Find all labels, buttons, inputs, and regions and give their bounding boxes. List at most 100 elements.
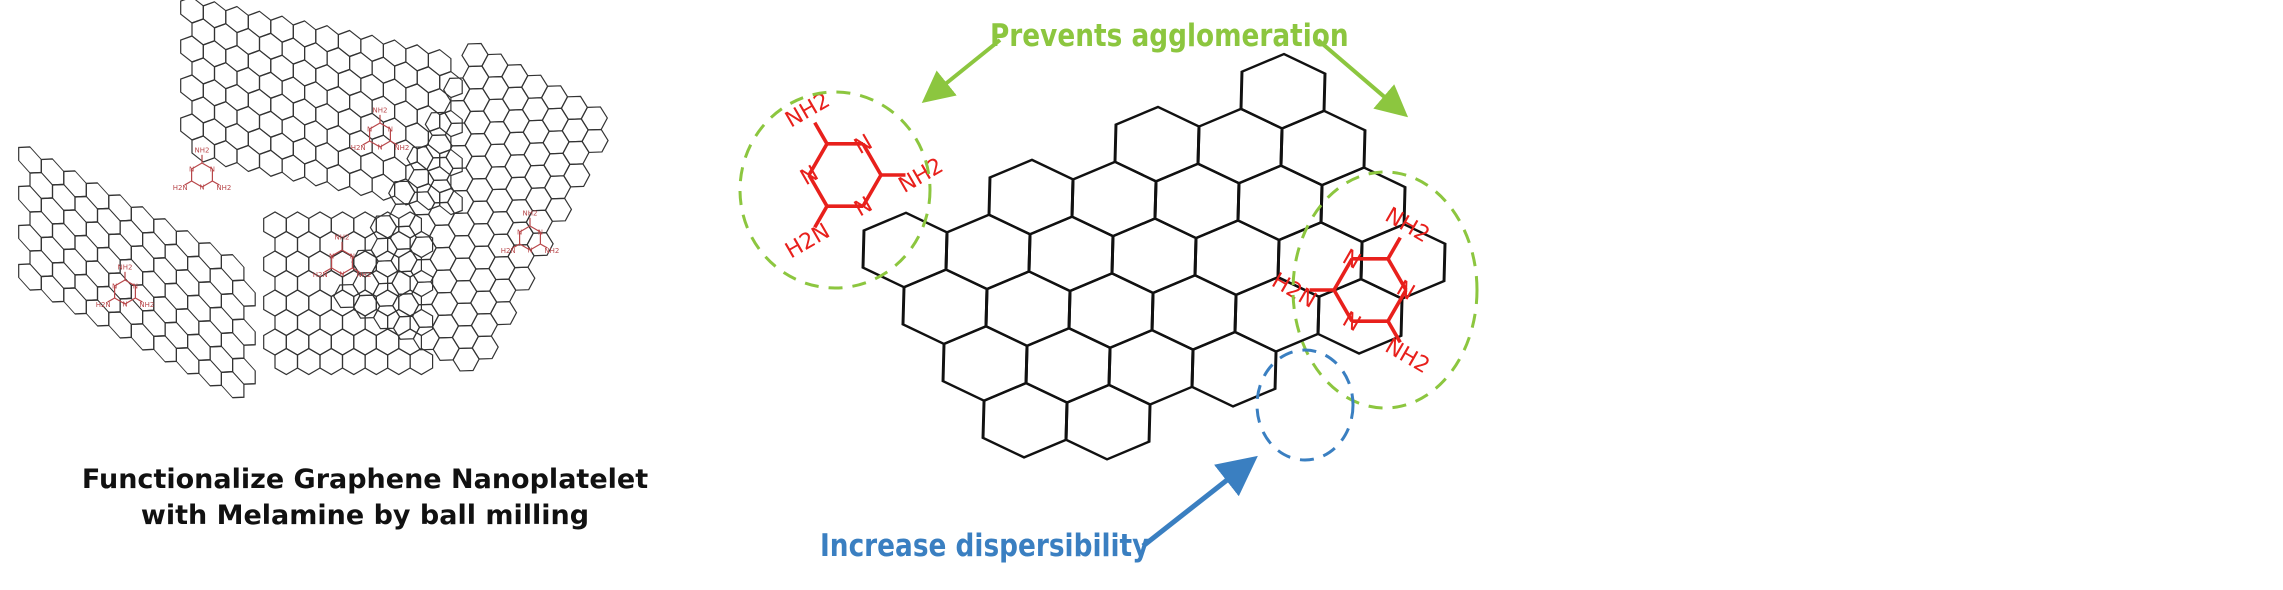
hexagon-cell bbox=[180, 0, 204, 24]
amine-group: NH2 bbox=[781, 88, 834, 133]
amine-bond bbox=[352, 267, 360, 273]
nitrogen-atom: N bbox=[517, 228, 522, 236]
graphene-sheet-right bbox=[333, 42, 609, 372]
hexagon-cell bbox=[130, 323, 155, 351]
amine-group: NH2 bbox=[544, 247, 559, 255]
graphene-sheet-top bbox=[180, 0, 463, 216]
graphene-sheet-large bbox=[861, 52, 1447, 461]
nitrogen-atom: N bbox=[388, 125, 393, 133]
nitrogen-atom: N bbox=[1392, 276, 1419, 306]
amine-bond bbox=[1386, 320, 1402, 344]
hexagon-cell bbox=[40, 275, 65, 303]
ring-bond bbox=[1332, 257, 1354, 291]
ring-bond bbox=[529, 225, 541, 233]
hexagon-cell bbox=[1113, 105, 1201, 183]
hexagon-cell bbox=[984, 270, 1072, 348]
amine-bond bbox=[324, 267, 332, 273]
nitrogen-atom: N bbox=[850, 192, 877, 222]
hexagon-cell bbox=[901, 268, 989, 346]
nitrogen-atom: N bbox=[122, 300, 127, 308]
amine-bond bbox=[1386, 236, 1402, 260]
hexagon-cell bbox=[281, 154, 306, 182]
hexagon-cell bbox=[333, 283, 361, 309]
left-panel-functionalization: NNNNH2NH2H2NNNNNH2NH2H2NNNNNH2NH2H2NNNNN… bbox=[18, 0, 609, 399]
ring-bond bbox=[341, 267, 353, 275]
hexagon-cell bbox=[1067, 272, 1155, 350]
ring-bond bbox=[1386, 257, 1408, 291]
hexagon-cell bbox=[198, 359, 222, 387]
hexagon-cell bbox=[1196, 107, 1284, 185]
increase-dispersibility-label: Increase dispersibility bbox=[820, 528, 1150, 564]
hexagon-cell bbox=[108, 311, 132, 339]
ring-bond bbox=[1352, 257, 1389, 261]
hexagon-cell bbox=[1359, 222, 1447, 300]
nitrogen-atom: N bbox=[796, 161, 823, 191]
ring-bond bbox=[807, 174, 829, 208]
graphene-sheet-bottom bbox=[263, 211, 434, 376]
nitrogen-atom: N bbox=[133, 282, 138, 290]
ring-bond bbox=[124, 279, 136, 287]
nitrogen-atom: N bbox=[339, 270, 344, 278]
hexagon-cell bbox=[236, 144, 261, 173]
caption-line-2: with Melamine by ball milling bbox=[140, 500, 590, 531]
amine-group: NH2 bbox=[373, 106, 388, 114]
amine-bond bbox=[390, 140, 398, 146]
hexagon-cell bbox=[326, 163, 351, 192]
caption-line-1: Functionalize Graphene Nanoplatelet bbox=[81, 464, 649, 495]
hexagon-cell bbox=[416, 183, 441, 211]
hexagon-cell bbox=[508, 266, 536, 291]
nitrogen-atom: N bbox=[1338, 307, 1365, 337]
nitrogen-atom: N bbox=[329, 252, 334, 260]
amine-group: H2N bbox=[501, 247, 516, 255]
ring-bond bbox=[519, 243, 531, 251]
amine-group: NH2 bbox=[895, 153, 948, 198]
hexagon-cell bbox=[85, 299, 110, 327]
nitrogen-atom: N bbox=[527, 246, 532, 254]
hexagon-cell bbox=[1236, 164, 1324, 242]
ring-bond bbox=[827, 204, 864, 208]
hexagon-cell bbox=[432, 336, 460, 361]
hexagon-cell bbox=[1150, 273, 1238, 351]
ring-bond bbox=[1332, 289, 1354, 323]
hexagon-cell bbox=[412, 326, 441, 351]
hexagon-cell bbox=[1024, 326, 1112, 404]
ring-bond bbox=[331, 249, 343, 257]
nitrogen-atom: N bbox=[199, 183, 204, 191]
amine-group: H2N bbox=[781, 219, 834, 264]
ring-bond bbox=[826, 142, 863, 146]
ring-bond bbox=[369, 122, 381, 130]
ring-bond bbox=[124, 297, 136, 305]
hexagon-cell bbox=[471, 335, 499, 360]
amine-group: NH2 bbox=[118, 263, 133, 271]
hexagon-cell bbox=[1107, 328, 1195, 406]
amine-bond bbox=[362, 140, 370, 146]
hexagon-cell bbox=[941, 324, 1029, 403]
ring-bond bbox=[861, 174, 883, 208]
agglomeration-circle-left bbox=[738, 90, 932, 290]
nitrogen-atom: N bbox=[538, 228, 543, 236]
hexagon-cell bbox=[258, 149, 283, 177]
ring-bond bbox=[379, 122, 391, 130]
amine-bond bbox=[813, 205, 829, 229]
figure-caption: Functionalize Graphene Nanoplatelet with… bbox=[80, 462, 650, 534]
hexagon-cell bbox=[439, 70, 463, 99]
hexagon-cell bbox=[1027, 215, 1115, 293]
nitrogen-atom: N bbox=[189, 165, 194, 173]
hexagon-cell bbox=[1239, 52, 1327, 130]
ring-bond bbox=[341, 249, 353, 257]
amine-group: H2N bbox=[351, 144, 366, 152]
hexagon-cell bbox=[349, 168, 373, 197]
hexagon-cell bbox=[1279, 109, 1367, 187]
hexagon-cell bbox=[1190, 330, 1278, 408]
amine-group: NH2 bbox=[356, 271, 371, 279]
ring-bond bbox=[1386, 289, 1408, 323]
nitrogen-atom: N bbox=[112, 282, 117, 290]
hexagon-cell bbox=[220, 371, 245, 399]
dispersibility-circle bbox=[1255, 348, 1355, 462]
